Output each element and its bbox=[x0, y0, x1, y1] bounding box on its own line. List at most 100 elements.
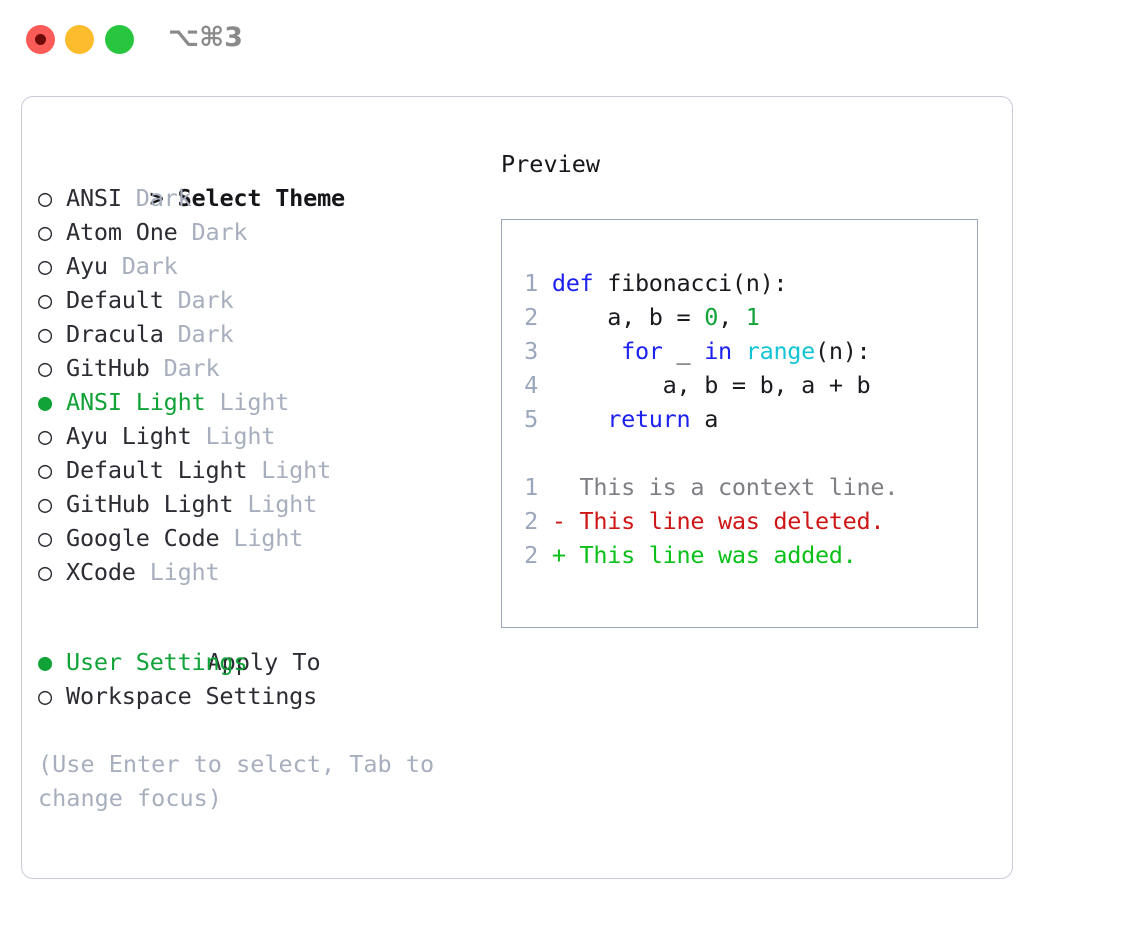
radio-unselected-icon: ○ bbox=[38, 558, 52, 586]
code-token bbox=[552, 337, 621, 365]
theme-list-item[interactable]: ○GitHub Dark bbox=[38, 351, 478, 385]
radio-unselected-icon: ○ bbox=[38, 490, 52, 518]
theme-name: GitHub Light bbox=[66, 490, 248, 518]
code-token: fibonacci(n): bbox=[593, 269, 788, 297]
recording-indicator-icon bbox=[35, 34, 46, 45]
theme-list-item[interactable]: ○Default Dark bbox=[38, 283, 478, 317]
line-number: 1 bbox=[524, 269, 538, 297]
theme-list-item[interactable]: ○Ayu Dark bbox=[38, 249, 478, 283]
line-number-gutter-space bbox=[538, 371, 552, 399]
theme-list-item[interactable]: ○ Ayu Light Light bbox=[38, 419, 478, 453]
main-panel: >Select Theme ○ANSI Dark○Atom One Dark○A… bbox=[21, 96, 1013, 879]
radio-unselected-icon: ○ bbox=[38, 320, 52, 348]
line-number-gutter-space bbox=[538, 269, 552, 297]
code-token: return bbox=[607, 405, 691, 433]
theme-name: Default Light bbox=[66, 456, 262, 484]
theme-variant-badge: Light bbox=[219, 388, 290, 416]
theme-variant-badge: Light bbox=[149, 558, 220, 586]
radio-unselected-icon: ○ bbox=[38, 354, 52, 382]
theme-list-item[interactable]: ○Default Light Light bbox=[38, 453, 478, 487]
code-token: , bbox=[718, 303, 746, 331]
theme-name: Ayu Light bbox=[66, 422, 206, 450]
diff-sample: 1 This is a context line. 2 - This line w… bbox=[516, 470, 971, 572]
radio-unselected-icon: ○ bbox=[38, 286, 52, 314]
diff-line-text: - This line was deleted. bbox=[538, 507, 885, 535]
radio-unselected-icon: ○ bbox=[38, 422, 52, 450]
code-token bbox=[732, 337, 746, 365]
preview-title: Preview bbox=[501, 150, 601, 178]
line-number: 4 bbox=[524, 371, 538, 399]
radio-unselected-icon: ○ bbox=[38, 184, 52, 212]
apply-to-option[interactable]: ○ Workspace Settings bbox=[38, 679, 478, 713]
shortcut-label: ⌥⌘3 bbox=[168, 22, 243, 53]
line-number-gutter-space bbox=[538, 405, 552, 433]
title-bar: ⌥⌘3 bbox=[0, 0, 1140, 78]
line-number: 5 bbox=[524, 405, 538, 433]
theme-name: GitHub bbox=[66, 354, 164, 382]
code-token: range bbox=[745, 337, 816, 365]
code-line: 3 for _ in range(n): bbox=[516, 334, 971, 368]
diff-line-text: This is a context line. bbox=[538, 473, 899, 501]
keyboard-hint: (Use Enter to select, Tab to change focu… bbox=[38, 750, 435, 812]
theme-variant-badge: Dark bbox=[177, 286, 234, 314]
code-line: 2 a, b = 0, 1 bbox=[516, 300, 971, 334]
theme-list-item[interactable]: ○ANSI Dark bbox=[38, 181, 478, 215]
radio-unselected-icon: ○ bbox=[38, 682, 52, 710]
code-token: _ bbox=[662, 337, 705, 365]
code-token: a, b = bbox=[551, 303, 705, 331]
code-token: (n): bbox=[815, 337, 871, 365]
theme-list-item[interactable]: ○Google Code Light bbox=[38, 521, 478, 555]
theme-name: Dracula bbox=[66, 320, 178, 348]
apply-to-label-text: Apply To bbox=[207, 648, 321, 676]
theme-name: XCode bbox=[66, 558, 150, 586]
code-line: 4 a, b = b, a + b bbox=[516, 368, 971, 402]
line-number-gutter-space bbox=[538, 303, 552, 331]
code-token: def bbox=[551, 269, 594, 297]
apply-to-option[interactable]: ●User Settings bbox=[38, 645, 478, 679]
radio-selected-icon: ● bbox=[38, 388, 52, 416]
theme-variant-badge: Light bbox=[205, 422, 276, 450]
line-number: 1 bbox=[524, 473, 538, 501]
code-token: a bbox=[690, 405, 719, 433]
theme-list: ○ANSI Dark○Atom One Dark○Ayu Dark○Defaul… bbox=[38, 181, 478, 589]
code-token: 1 bbox=[745, 303, 760, 331]
code-token: for bbox=[621, 337, 663, 365]
prompt-caret-icon: > bbox=[149, 184, 164, 212]
theme-list-item[interactable]: ●ANSI Light Light bbox=[38, 385, 478, 419]
code-token: in bbox=[704, 337, 732, 365]
theme-list-header-label: Select Theme bbox=[177, 184, 346, 212]
theme-list-item[interactable]: ○ XCode Light bbox=[38, 555, 478, 589]
line-number: 2 bbox=[524, 541, 538, 569]
maximize-button[interactable] bbox=[105, 25, 134, 54]
line-number: 2 bbox=[524, 303, 538, 331]
code-token: 0 bbox=[704, 303, 719, 331]
preview-column: Preview 1 def fibonacci(n):2 a, b = 0, 1… bbox=[501, 147, 991, 628]
radio-unselected-icon: ○ bbox=[38, 524, 52, 552]
code-token bbox=[552, 405, 607, 433]
theme-variant-badge: Dark bbox=[191, 218, 248, 246]
code-line: 1 def fibonacci(n): bbox=[516, 266, 971, 300]
code-token: a, b = b, a + b bbox=[551, 371, 871, 399]
apply-to-option-label: Workspace Settings bbox=[66, 682, 318, 710]
apply-to-section: Apply To ●User Settings ○ Workspace Settin… bbox=[38, 611, 478, 713]
close-button[interactable] bbox=[26, 25, 55, 54]
theme-list-item[interactable]: ○GitHub Light Light bbox=[38, 487, 478, 521]
minimize-button[interactable] bbox=[65, 25, 94, 54]
theme-name: Atom One bbox=[66, 218, 192, 246]
theme-list-item[interactable]: ○ Dracula Dark bbox=[38, 317, 478, 351]
theme-variant-badge: Dark bbox=[177, 320, 234, 348]
code-diff-separator bbox=[516, 436, 971, 470]
apply-to-label: Apply To bbox=[38, 611, 478, 676]
theme-variant-badge: Dark bbox=[121, 252, 178, 280]
radio-unselected-icon: ○ bbox=[38, 252, 52, 280]
code-line: 5 return a bbox=[516, 402, 971, 436]
theme-variant-badge: Light bbox=[233, 524, 304, 552]
apply-to-options: ●User Settings ○ Workspace Settings bbox=[38, 645, 478, 713]
theme-list-item[interactable]: ○Atom One Dark bbox=[38, 215, 478, 249]
radio-selected-icon: ● bbox=[38, 648, 52, 676]
theme-variant-badge: Light bbox=[261, 456, 332, 484]
diff-line: 2 + This line was added. bbox=[516, 538, 971, 572]
